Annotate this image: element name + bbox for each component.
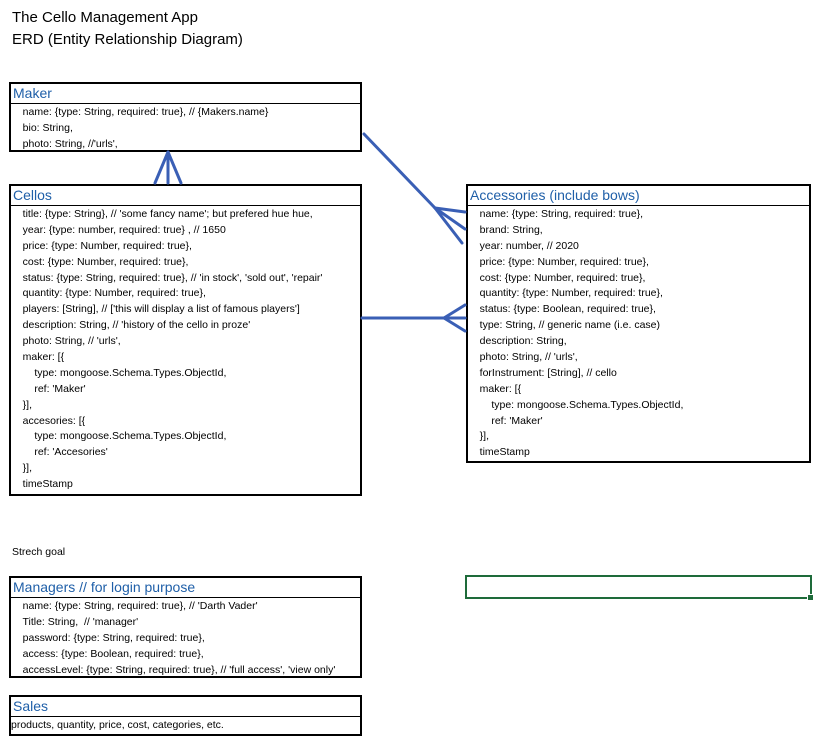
entity-managers[interactable]: Managers // for login purpose name: {typ… (9, 576, 362, 678)
field-line: type: String, // generic name (i.e. case… (468, 319, 660, 332)
field-line: status: {type: Boolean, required: true}, (468, 303, 656, 316)
fill-handle[interactable] (807, 594, 814, 601)
field-line: ref: 'Maker' (11, 382, 86, 395)
entity-managers-fields: name: {type: String, required: true}, //… (11, 598, 360, 678)
entity-cellos-title: Cellos (11, 186, 360, 206)
entity-sales-title: Sales (11, 697, 360, 717)
field-line: }], (11, 462, 33, 475)
field-line: name: {type: String, required: true}, (468, 208, 644, 220)
field-line: photo: String, // 'urls', (468, 351, 578, 364)
entity-sales-fields: products, quantity, price, cost, categor… (11, 717, 360, 734)
field-line: price: {type: Number, required: true}, (468, 255, 649, 268)
field-line: accesories: [{ (11, 414, 86, 427)
entity-accessories-fields: name: {type: String, required: true}, br… (468, 206, 809, 461)
field-line: maker: [{ (468, 382, 522, 395)
field-line: }], (468, 430, 490, 443)
crows-foot-prong-middle (433, 206, 467, 231)
crows-foot-prong-lower (442, 316, 467, 333)
connector-line (362, 132, 437, 210)
field-line: players: [String], // ['this will displa… (11, 303, 300, 316)
entity-managers-title: Managers // for login purpose (11, 578, 360, 598)
field-line: type: mongoose.Schema.Types.ObjectId, (468, 398, 684, 411)
field-line: type: mongoose.Schema.Types.ObjectId, (11, 430, 227, 443)
selected-cell[interactable] (465, 575, 812, 599)
entity-maker[interactable]: Maker name: {type: String, required: tru… (9, 82, 362, 152)
field-line: password: {type: String, required: true}… (11, 631, 205, 644)
field-line: description: String, (468, 335, 567, 348)
field-line: brand: String, (468, 223, 543, 236)
connector-maker-cellos (153, 150, 183, 185)
diagram-subtitle: ERD (Entity Relationship Diagram) (12, 31, 243, 48)
field-line: access: {type: Boolean, required: true}, (11, 647, 204, 660)
field-line: bio: String, (11, 121, 73, 134)
field-line: timeStamp (468, 446, 530, 459)
field-line: Title: String, // 'manager' (11, 615, 139, 628)
connector-cellos-accessories (360, 303, 467, 333)
field-line: cost: {type: Number, required: true}, (11, 255, 189, 268)
field-line: photo: String, //'urls', (11, 137, 118, 150)
field-line: status: {type: String, required: true}, … (11, 271, 323, 284)
field-line: type: mongoose.Schema.Types.ObjectId, (11, 366, 227, 379)
field-line: cost: {type: Number, required: true}, (468, 271, 646, 284)
entity-sales[interactable]: Sales products, quantity, price, cost, c… (9, 695, 362, 736)
crows-foot-prong-upper (442, 303, 467, 320)
entity-accessories-title: Accessories (include bows) (468, 186, 809, 206)
crows-foot-prong-upper (433, 206, 467, 214)
field-line: name: {type: String, required: true}, //… (11, 600, 258, 612)
entity-cellos-fields: title: {type: String}, // 'some fancy na… (11, 206, 360, 493)
field-line: price: {type: Number, required: true}, (11, 239, 192, 252)
field-line: quantity: {type: Number, required: true}… (468, 287, 663, 300)
diagram-title: The Cello Management App (12, 9, 198, 26)
field-line: year: {type: number, required: true} , /… (11, 223, 226, 236)
field-line: description: String, // 'history of the … (11, 319, 251, 332)
field-line: photo: String, // 'urls', (11, 335, 121, 348)
connector-maker-accessories (362, 132, 467, 245)
entity-accessories[interactable]: Accessories (include bows) name: {type: … (466, 184, 811, 463)
field-line: forInstrument: [String], // cello (468, 366, 617, 379)
crows-foot-prong-right (166, 150, 183, 185)
field-line: year: number, // 2020 (468, 239, 579, 252)
entity-maker-title: Maker (11, 84, 360, 104)
field-line: accessLevel: {type: String, required: tr… (11, 663, 336, 676)
entity-maker-fields: name: {type: String, required: true}, //… (11, 104, 360, 153)
entity-cellos[interactable]: Cellos title: {type: String}, // 'some f… (9, 184, 362, 496)
field-line: quantity: {type: Number, required: true}… (11, 287, 206, 300)
field-line: maker: [{ (11, 351, 65, 364)
field-line: ref: 'Accesories' (11, 446, 108, 459)
field-line: title: {type: String}, // 'some fancy na… (11, 208, 313, 220)
stretch-goal-label: Strech goal (12, 546, 66, 558)
field-line: timeStamp (11, 478, 73, 491)
field-line: name: {type: String, required: true}, //… (11, 106, 269, 118)
field-line: }], (11, 398, 33, 411)
crows-foot-prong-lower (433, 206, 464, 245)
crows-foot-prong-left (153, 150, 170, 185)
field-line: products, quantity, price, cost, categor… (11, 719, 224, 731)
field-line: ref: 'Maker' (468, 414, 543, 427)
